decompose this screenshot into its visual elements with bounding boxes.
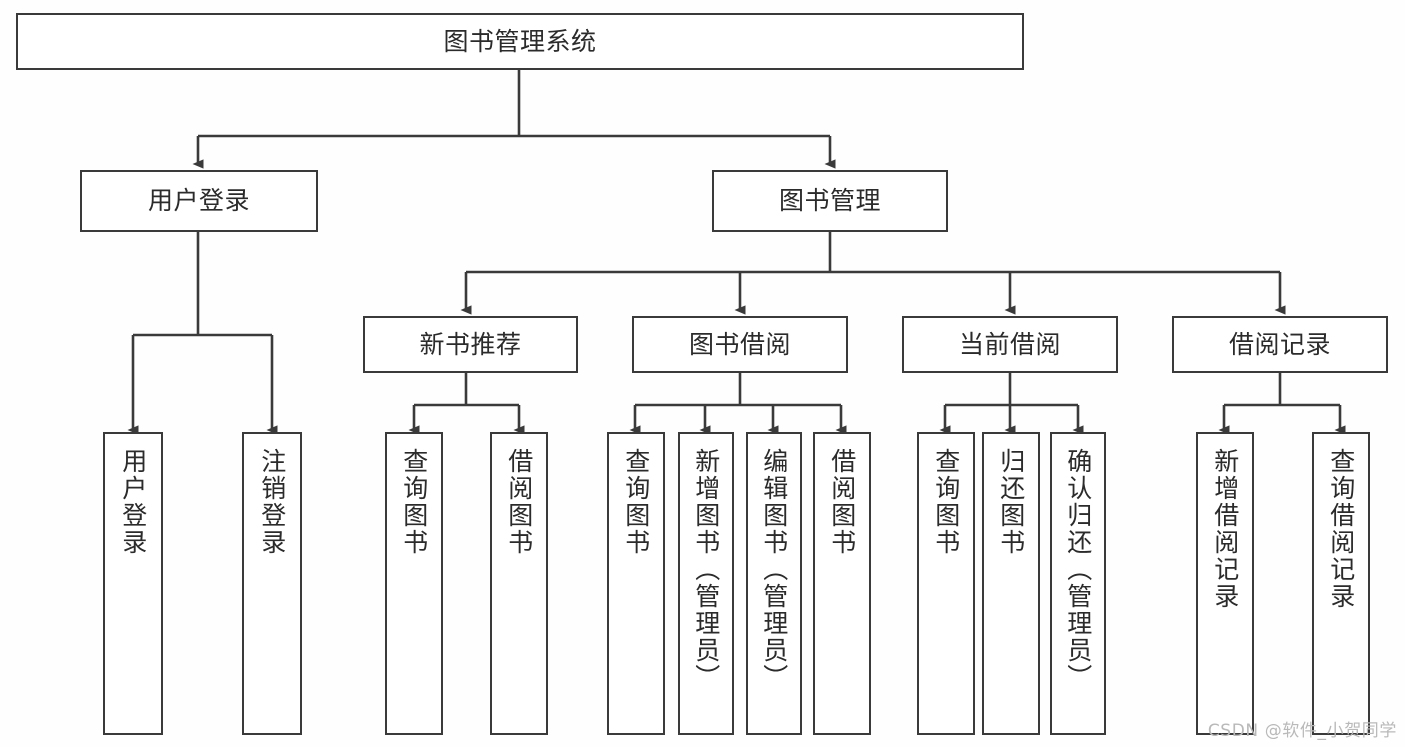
leaf-add-record-label: 新增借阅记录 (1210, 448, 1240, 610)
node-current-borrow[interactable]: 当前借阅 (902, 316, 1118, 373)
leaf-query-book-2[interactable]: 查询图书 (607, 432, 665, 735)
leaf-logout[interactable]: 注销登录 (242, 432, 302, 735)
leaf-query-book-3-label: 查询图书 (931, 448, 961, 556)
leaf-add-record[interactable]: 新增借阅记录 (1196, 432, 1254, 735)
leaf-borrow-book-2-label: 借阅图书 (827, 448, 857, 556)
node-new-book-rec[interactable]: 新书推荐 (363, 316, 578, 373)
node-book-borrow[interactable]: 图书借阅 (632, 316, 848, 373)
leaf-add-book[interactable]: 新增图书（管理员） (678, 432, 734, 735)
leaf-query-record[interactable]: 查询借阅记录 (1312, 432, 1370, 735)
leaf-return-book-label: 归还图书 (996, 448, 1026, 556)
node-book-borrow-label: 图书借阅 (688, 329, 791, 359)
node-borrow-record-label: 借阅记录 (1228, 329, 1331, 359)
leaf-edit-book-label: 编辑图书（管理员） (759, 448, 789, 691)
node-root-label: 图书管理系统 (443, 26, 597, 56)
leaf-query-record-label: 查询借阅记录 (1326, 448, 1356, 610)
leaf-add-book-label: 新增图书（管理员） (691, 448, 721, 691)
node-book-manage[interactable]: 图书管理 (712, 170, 948, 232)
leaf-logout-label: 注销登录 (257, 448, 287, 556)
leaf-user-login[interactable]: 用户登录 (103, 432, 163, 735)
leaf-return-book[interactable]: 归还图书 (982, 432, 1040, 735)
leaf-borrow-book-1-label: 借阅图书 (504, 448, 534, 556)
node-book-manage-label: 图书管理 (778, 186, 881, 215)
csdn-watermark: CSDN @软件_小贺同学 (1207, 721, 1397, 741)
node-current-borrow-label: 当前借阅 (958, 329, 1061, 359)
leaf-borrow-book-2[interactable]: 借阅图书 (813, 432, 871, 735)
node-new-book-rec-label: 新书推荐 (419, 329, 522, 359)
node-root[interactable]: 图书管理系统 (16, 13, 1024, 70)
node-user-login[interactable]: 用户登录 (80, 170, 318, 232)
leaf-user-login-label: 用户登录 (118, 448, 148, 556)
node-user-login-label: 用户登录 (147, 186, 250, 215)
leaf-borrow-book-1[interactable]: 借阅图书 (490, 432, 548, 735)
leaf-edit-book[interactable]: 编辑图书（管理员） (746, 432, 802, 735)
leaf-confirm-return[interactable]: 确认归还（管理员） (1050, 432, 1106, 735)
leaf-query-book-1[interactable]: 查询图书 (385, 432, 443, 735)
node-borrow-record[interactable]: 借阅记录 (1172, 316, 1388, 373)
leaf-query-book-1-label: 查询图书 (399, 448, 429, 556)
leaf-query-book-2-label: 查询图书 (621, 448, 651, 556)
leaf-confirm-return-label: 确认归还（管理员） (1063, 448, 1093, 691)
leaf-query-book-3[interactable]: 查询图书 (917, 432, 975, 735)
